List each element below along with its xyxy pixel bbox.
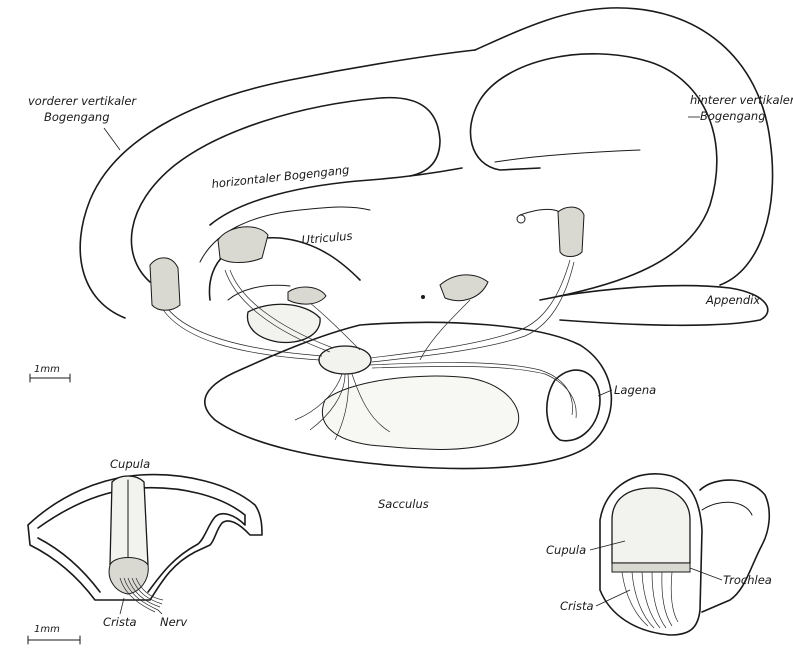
lagena-outline [547,370,600,441]
posterior-canal-loop [517,215,525,223]
ampulla-anterior [150,258,180,310]
label-sacculus: Sacculus [378,497,429,511]
dot-marker [421,295,425,299]
label-appendix: Appendix [705,293,760,307]
trochlea-canal-inner [702,502,752,515]
label-trochlea-crista: Crista [560,599,594,613]
small-macula-right [440,275,488,301]
common-crus-outer [475,8,773,285]
label-posterior-canal-line1: hinterer vertikaler [690,93,793,107]
label-horizontal-canal: horizontaler Bogengang [211,163,350,191]
scale-bar-main [30,374,70,382]
trochlea-crista-fibers [622,572,678,628]
labyrinth-main-drawing: vorderer vertikaler Bogengang hinterer v… [28,8,793,511]
utricular-macula [247,304,320,342]
scale-bar-crista [28,636,80,644]
label-crista: Crista [103,615,137,629]
label-utriculus: Utriculus [301,229,353,247]
posterior-canal-inner-line [495,150,640,162]
small-macula-top [288,287,326,304]
label-trochlea: Trochlea [723,573,772,587]
label-nerv: Nerv [160,615,187,629]
label-anterior-canal-line2: Bogengang [44,110,110,124]
scale-bar-label-crista: 1mm [34,624,60,635]
leader-anterior-canal [104,128,120,150]
saccular-macula [322,376,518,449]
label-posterior-canal-line2: Bogengang [700,109,766,123]
label-trochlea-cupula: Cupula [546,543,586,557]
ganglion [319,346,371,374]
label-anterior-canal-line1: vorderer vertikaler [28,94,137,108]
posterior-canal-inner [470,54,716,300]
leader-trochlea [690,568,722,580]
trochlea-canal [700,480,769,612]
ampulla-horizontal [218,227,268,263]
anterior-canal-inner [131,98,440,282]
scale-bar-label-main: 1mm [34,364,60,375]
label-crista-cupula: Cupula [110,457,150,471]
label-lagena: Lagena [614,383,656,397]
trochlea-detail-drawing: Cupula Trochlea Crista [546,474,772,635]
crista-detail-drawing: Cupula Crista Nerv 1mm [28,457,262,644]
ampulla-posterior [558,207,584,256]
trochlea-cupula [612,488,690,563]
posterior-canal-duct [520,209,560,215]
leader-nerv [158,610,162,614]
trochlea-band [612,563,690,572]
